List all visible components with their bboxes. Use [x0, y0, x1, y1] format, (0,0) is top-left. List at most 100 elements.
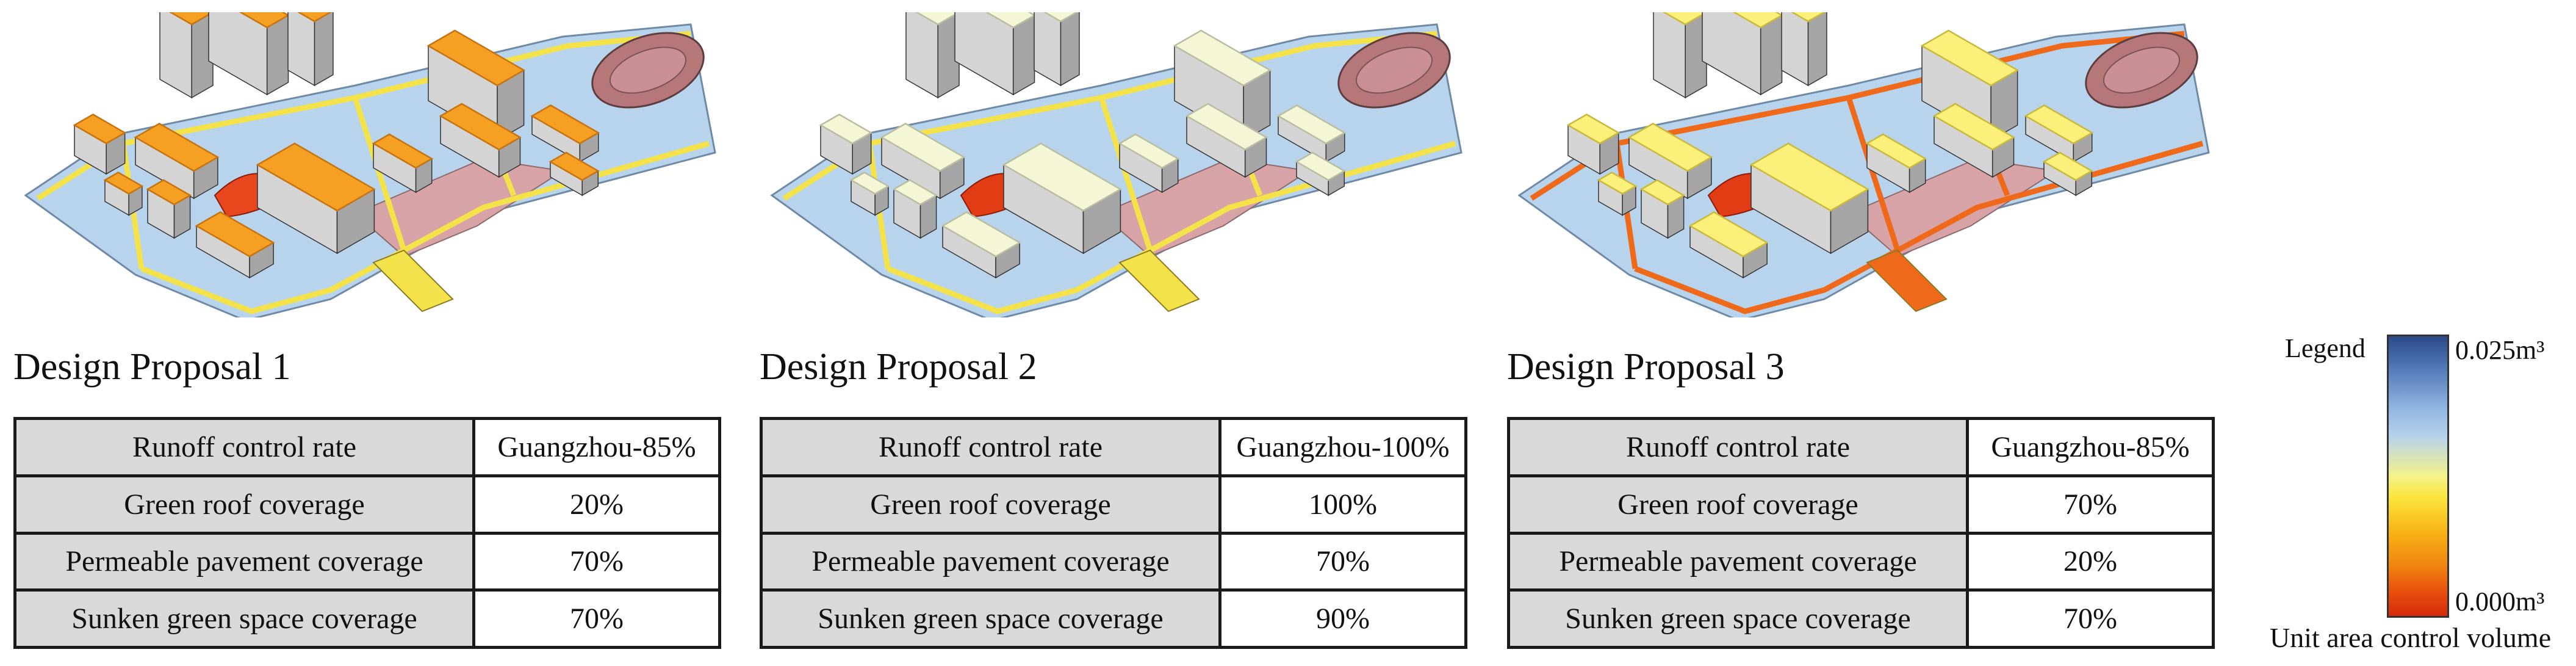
entrance-ramp [1866, 249, 1948, 313]
building-roof [819, 114, 873, 145]
building-roof [530, 104, 600, 145]
table-row: Runoff control rate Guangzhou-85% [13, 417, 721, 477]
building-block [146, 179, 192, 239]
building-block [195, 211, 275, 279]
tower-building [1653, 12, 1708, 99]
building-wall-side [191, 12, 214, 99]
campus-model-2 [770, 12, 1462, 317]
building-roof [1276, 104, 1347, 145]
table-row: Permeable pavement coverage 70% [13, 531, 721, 592]
row-value: 70% [472, 531, 721, 592]
building-roof [941, 211, 1021, 258]
track-infield [1355, 46, 1433, 94]
proposal-3-rendering [1507, 12, 2221, 317]
track-infield [2103, 46, 2181, 94]
table-row: Runoff control rate Guangzhou-100% [760, 417, 1467, 477]
building-block [439, 103, 522, 178]
tower-building [1781, 12, 1827, 87]
legend-caption: Unit area control volume [2270, 622, 2552, 653]
legend-max-label: 0.025m³ [2455, 335, 2545, 365]
tower-building [159, 12, 215, 99]
row-label: Sunken green space coverage [760, 588, 1221, 649]
building-wall-side [937, 12, 960, 99]
building-block [819, 114, 873, 175]
building-block [892, 179, 938, 239]
proposal-1-title: Design Proposal 1 [13, 346, 291, 388]
main-hall [1002, 142, 1122, 255]
building-roof [1118, 133, 1180, 169]
building-block [1276, 104, 1347, 163]
building-wall-side [1807, 12, 1827, 87]
row-value: Guangzhou-85% [1966, 417, 2215, 477]
row-label: Sunken green space coverage [1507, 588, 1969, 649]
building-block [1295, 151, 1346, 197]
row-label: Green roof coverage [760, 474, 1221, 535]
building-roof [1173, 29, 1272, 87]
building-roof [892, 179, 938, 206]
building-block [372, 133, 434, 194]
building-roof [915, 12, 961, 26]
building-wall-side [1012, 14, 1035, 96]
building-block [1118, 133, 1180, 194]
tower-building [954, 12, 1037, 96]
building-wall-side [1060, 12, 1080, 87]
legend: Legend 0.025m³ 0.000m³ Unit area control… [2270, 317, 2575, 659]
building-roof [1790, 12, 1826, 23]
tower-building [287, 12, 334, 87]
design-proposal-2: Design Proposal 2 Runoff control rate Gu… [760, 0, 1473, 666]
building-roof [1865, 133, 1927, 169]
table-row: Runoff control rate Guangzhou-85% [1507, 417, 2215, 477]
building-roof [1627, 123, 1713, 172]
building-roof [1920, 29, 2020, 87]
main-hall [1749, 142, 1869, 255]
building-block [1688, 211, 1769, 279]
campus-model-1 [24, 12, 716, 317]
building-wall [1653, 12, 1686, 99]
building-roof [1749, 142, 1869, 212]
building-roof [1597, 172, 1638, 195]
building-roof [2024, 104, 2094, 145]
building-block [73, 114, 127, 175]
building-wall-side [1685, 12, 1707, 99]
tower-building [905, 12, 961, 99]
building-block [2042, 151, 2093, 197]
building-block [880, 123, 966, 200]
row-label: Permeable pavement coverage [1507, 531, 1969, 592]
building-wall [1781, 12, 1809, 87]
building-roof [880, 123, 966, 172]
building-roof [256, 142, 376, 212]
legend-color-bar [2387, 335, 2449, 618]
track-infield [609, 46, 687, 94]
tower-building [1034, 12, 1080, 87]
building-block [530, 104, 600, 163]
pathway [140, 140, 710, 314]
row-value: 100% [1218, 474, 1467, 535]
pathway [1634, 140, 2204, 314]
pathway [1098, 96, 1153, 252]
building-roof [426, 29, 526, 87]
row-label: Green roof coverage [13, 474, 475, 535]
building-roof [168, 12, 215, 26]
building-roof [146, 179, 192, 206]
table-row: Permeable pavement coverage 20% [1507, 531, 2215, 592]
proposal-1-table: Runoff control rate Guangzhou-85% Green … [13, 417, 721, 649]
proposal-2-rendering [760, 12, 1473, 317]
building-block [1185, 103, 1268, 178]
building-roof [195, 211, 275, 258]
building-block [103, 172, 144, 216]
building-roof [2042, 151, 2093, 181]
design-proposal-1: Design Proposal 1 Runoff control rate Gu… [13, 0, 727, 666]
building-wall [208, 12, 268, 96]
building-block [1627, 123, 1713, 200]
main-hall [256, 142, 376, 255]
tower-building [208, 12, 290, 96]
building-roof [103, 172, 144, 195]
building-roof [549, 151, 600, 181]
building-roof [1185, 103, 1268, 151]
row-label: Permeable pavement coverage [760, 531, 1221, 592]
building-roof [849, 172, 890, 195]
row-label: Runoff control rate [13, 417, 475, 477]
table-row: Green roof coverage 100% [760, 474, 1467, 535]
row-label: Runoff control rate [760, 417, 1221, 477]
building-roof [297, 12, 333, 23]
